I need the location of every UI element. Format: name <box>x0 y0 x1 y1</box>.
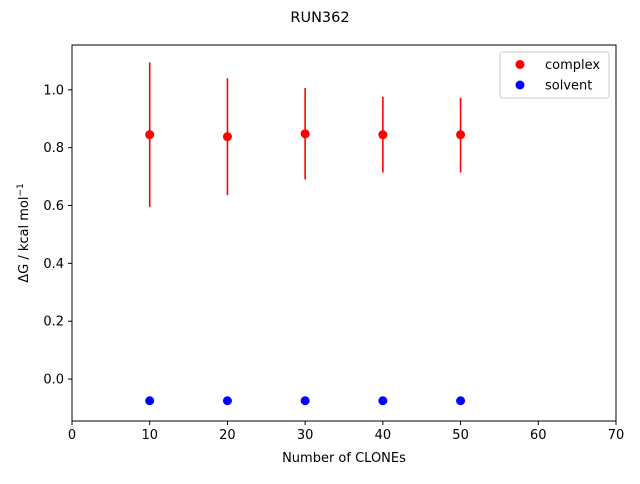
x-tick-label: 60 <box>530 428 547 443</box>
x-tick-label: 10 <box>141 428 158 443</box>
y-tick-label: 0.2 <box>43 315 64 330</box>
y-axis-label-superscript: −1 <box>16 183 26 196</box>
y-tick-label: 0.0 <box>43 373 64 388</box>
x-tick-label: 20 <box>219 428 236 443</box>
y-tick-label: 0.4 <box>43 257 64 272</box>
x-tick-label: 30 <box>297 428 314 443</box>
y-tick-label: 0.8 <box>43 141 64 156</box>
complex-point <box>456 130 466 140</box>
legend-label-solvent: solvent <box>545 79 592 94</box>
y-axis-label-main: ΔG / kcal mol <box>17 197 32 283</box>
x-tick-label: 0 <box>68 428 76 443</box>
y-axis: 0.0 0.2 0.4 0.6 0.8 1.0 <box>43 83 72 388</box>
legend-marker-complex <box>515 60 525 69</box>
solvent-point <box>145 396 155 406</box>
legend-label-complex: complex <box>545 58 600 73</box>
complex-point <box>222 132 232 142</box>
solvent-point <box>222 396 232 406</box>
plot-marks <box>145 62 466 406</box>
x-tick-label: 40 <box>375 428 392 443</box>
complex-point <box>300 129 310 139</box>
legend: complex solvent <box>499 51 610 99</box>
solvent-point <box>378 396 388 406</box>
complex-point <box>145 130 155 140</box>
chart-title: RUN362 <box>290 10 349 26</box>
y-tick-label: 1.0 <box>43 83 64 98</box>
x-axis-label: Number of CLONEs <box>282 451 406 466</box>
x-axis: 0 10 20 30 40 50 60 70 <box>68 421 624 443</box>
x-tick-label: 70 <box>608 428 625 443</box>
y-axis-label: ΔG / kcal mol−1 <box>16 183 32 283</box>
legend-marker-solvent <box>515 80 525 90</box>
solvent-point <box>300 396 310 406</box>
complex-point <box>378 130 388 140</box>
legend-box <box>499 51 610 99</box>
x-tick-label: 50 <box>452 428 469 443</box>
plot-frame <box>71 44 617 422</box>
y-tick-label: 0.6 <box>43 199 64 214</box>
solvent-point <box>456 396 466 406</box>
